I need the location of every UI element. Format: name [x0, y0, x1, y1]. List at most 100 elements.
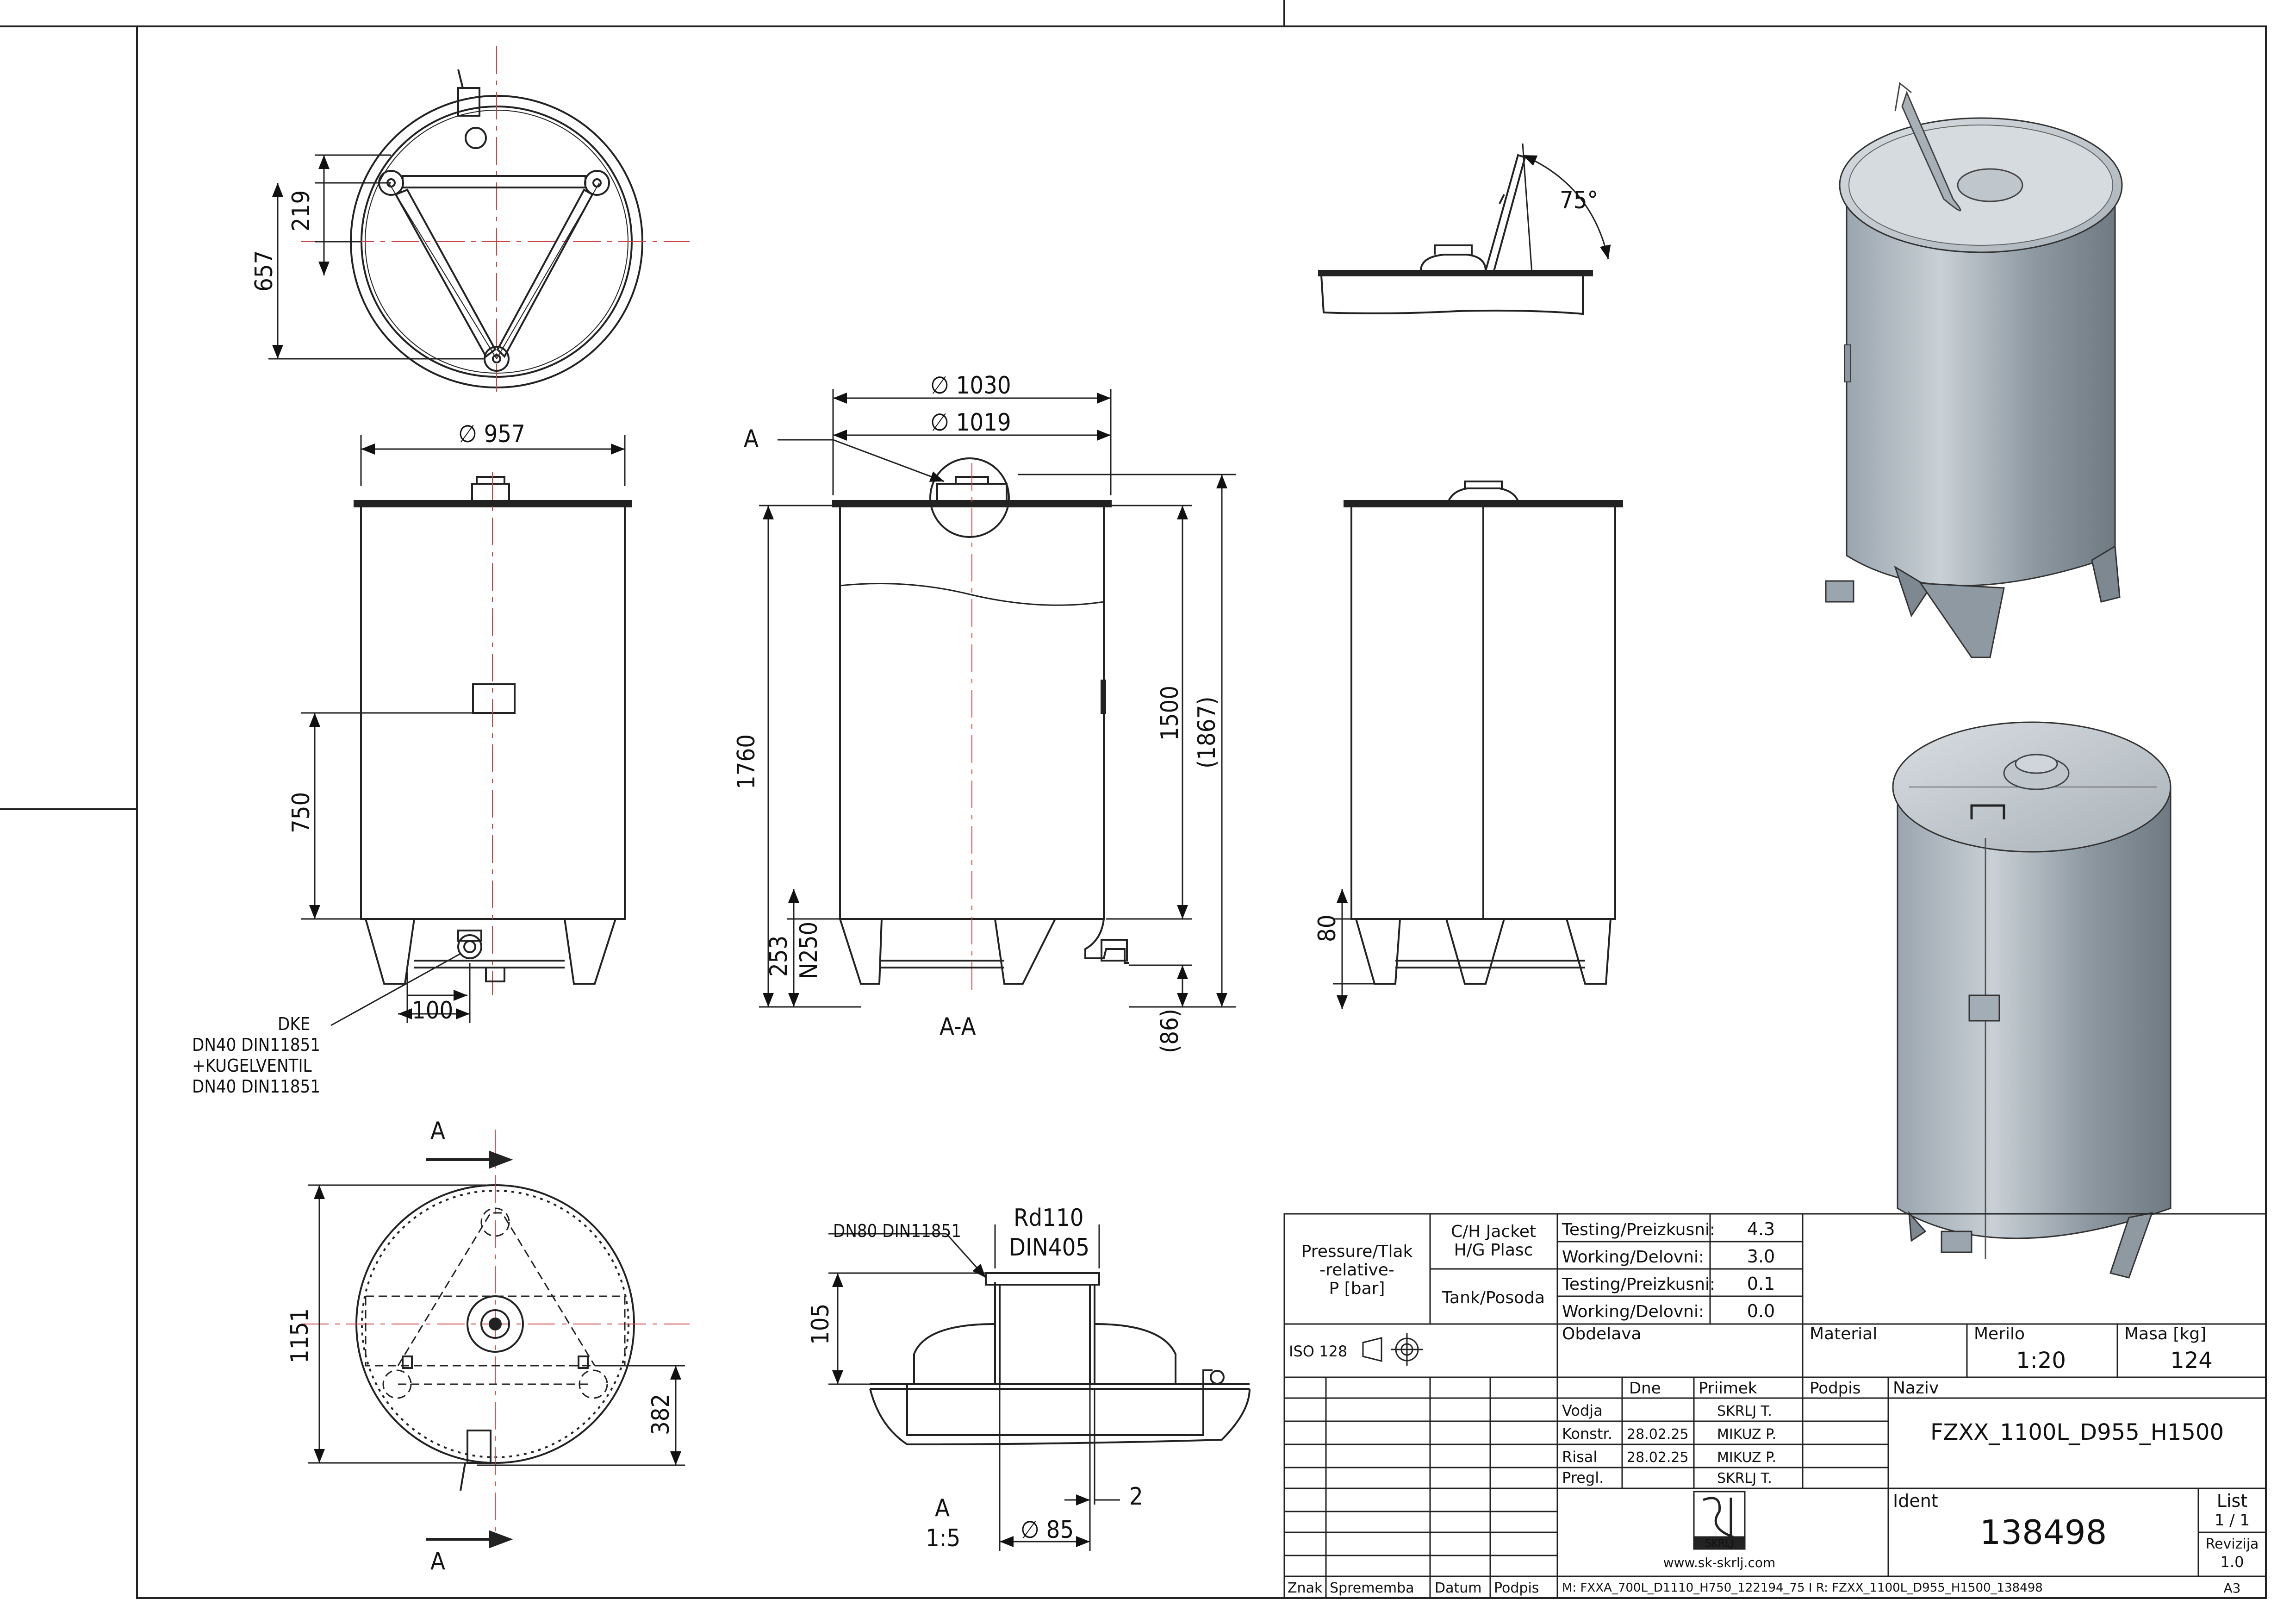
- iso-label: ISO 128: [1289, 1343, 1347, 1360]
- role-konstr: Konstr.: [1562, 1425, 1612, 1443]
- jacket-label-1: C/H Jacket: [1451, 1222, 1536, 1241]
- testing-label-1: Testing/Preizkusni:: [1562, 1220, 1715, 1239]
- masa-label: Masa [kg]: [2124, 1324, 2206, 1343]
- footer-datum: Datum: [1435, 1580, 1481, 1596]
- dim-d1030: ∅ 1030: [930, 372, 1011, 400]
- sheet-frame: [0, 0, 2267, 1599]
- role-vodja: Vodja: [1562, 1402, 1603, 1419]
- dim-80: 80: [1313, 914, 1341, 942]
- top-view-dims: [268, 154, 484, 360]
- footer-podpis: Podpis: [1494, 1580, 1539, 1596]
- name-risal: MIKUZ P.: [1717, 1449, 1776, 1466]
- pressure-label-2: -relative-: [1319, 1261, 1394, 1280]
- side-view-dims: [1333, 889, 1375, 1009]
- priimek-label: Priimek: [1699, 1379, 1757, 1398]
- logo-text: SKRLJ: [1705, 1538, 1734, 1549]
- name-pregl: SKRLJ T.: [1717, 1470, 1772, 1487]
- working-value-1: 3.0: [1747, 1246, 1775, 1267]
- outlet-callout-2: DN40 DIN11851: [192, 1035, 320, 1055]
- footer-znak: Znak: [1288, 1580, 1323, 1596]
- jacket-label-2: H/G Plasc: [1454, 1241, 1533, 1260]
- role-risal: Risal: [1562, 1448, 1597, 1466]
- section-dims: [759, 389, 1236, 1008]
- dim-219: 219: [287, 190, 315, 231]
- obdelava-label: Obdelava: [1562, 1324, 1642, 1343]
- dim-din405: DIN405: [1009, 1234, 1089, 1262]
- working-label-1: Working/Delovni:: [1562, 1248, 1704, 1267]
- dim-1867: (1867): [1193, 696, 1221, 768]
- cut-label-bottom: A: [430, 1548, 445, 1575]
- dim-105: 105: [807, 1304, 834, 1345]
- iso-render-open: [1825, 82, 2123, 658]
- outlet-callout-3: +KUGELVENTIL: [192, 1056, 312, 1076]
- dim-d1019: ∅ 1019: [930, 409, 1011, 437]
- revizija-label: Revizija: [2206, 1536, 2259, 1552]
- date-konstr: 28.02.25: [1627, 1426, 1689, 1443]
- top-view: [301, 46, 690, 398]
- revizija-value: 1.0: [2221, 1553, 2244, 1571]
- detail-scale: 1:5: [926, 1524, 960, 1552]
- bottom-view-dims: [308, 1184, 685, 1466]
- working-value-2: 0.0: [1747, 1301, 1775, 1321]
- detail-name: A: [935, 1494, 950, 1522]
- detail-marker-a: A: [744, 425, 759, 453]
- dim-n250: N250: [795, 922, 823, 979]
- testing-value-1: 4.3: [1747, 1219, 1775, 1239]
- merilo-value: 1:20: [2016, 1348, 2066, 1374]
- sheet-size: A3: [2224, 1580, 2241, 1596]
- date-risal: 28.02.25: [1627, 1449, 1689, 1466]
- dim-lid-angle: 75°: [1560, 187, 1598, 214]
- open-lid-view: [1318, 154, 1593, 315]
- jacket-label: C/H Jacket H/G Plasc: [1451, 1222, 1536, 1260]
- masa-value: 124: [2170, 1348, 2213, 1374]
- pressure-label-1: Pressure/Tlak: [1301, 1242, 1413, 1261]
- role-pregl: Pregl.: [1562, 1469, 1604, 1487]
- dim-382: 382: [647, 1394, 675, 1435]
- title-block-grid: [1283, 1213, 2267, 1599]
- website: www.sk-skrlj.com: [1663, 1555, 1776, 1570]
- dn80-callout: DN80 DIN11851: [833, 1221, 961, 1241]
- detail-dims: [828, 1224, 1120, 1551]
- name-vodja: SKRLJ T.: [1717, 1403, 1772, 1419]
- testing-label-2: Testing/Preizkusni:: [1562, 1275, 1715, 1294]
- testing-value-2: 0.1: [1747, 1274, 1775, 1294]
- dne-label: Dne: [1629, 1379, 1661, 1398]
- pressure-label-3: P [bar]: [1329, 1279, 1385, 1298]
- lid-angle-dims: [1522, 143, 1611, 274]
- dim-100: 100: [412, 997, 453, 1024]
- working-label-2: Working/Delovni:: [1562, 1302, 1704, 1321]
- side-view: [1344, 481, 1623, 985]
- bottom-view: [301, 1130, 690, 1546]
- dim-86: (86): [1156, 1009, 1184, 1053]
- section-name: A-A: [940, 1013, 976, 1041]
- pressure-label: Pressure/Tlak -relative- P [bar]: [1301, 1242, 1413, 1298]
- footer-sprememba: Sprememba: [1330, 1580, 1414, 1596]
- iso-render-closed: [1892, 721, 2172, 1279]
- outlet-callout-4: DN40 DIN11851: [192, 1076, 320, 1097]
- cut-label-top: A: [430, 1117, 445, 1145]
- merilo-label: Merilo: [1974, 1324, 2025, 1343]
- section-view: [832, 457, 1129, 995]
- material-label: Material: [1810, 1324, 1877, 1343]
- file-path: M: FXXA_700L_D1110_H750_122194_75 I R: F…: [1562, 1581, 2043, 1595]
- detail-view: [869, 1272, 1251, 1446]
- front-view: [354, 472, 632, 995]
- list-value: 1 / 1: [2215, 1511, 2250, 1530]
- dim-1500: 1500: [1156, 686, 1184, 741]
- cut-arrows: [426, 1150, 513, 1549]
- list-label: List: [2217, 1491, 2247, 1511]
- name-konstr: MIKUZ P.: [1717, 1426, 1776, 1443]
- dim-1760: 1760: [733, 734, 760, 789]
- podpis-label: Podpis: [1810, 1379, 1860, 1398]
- dim-rd110: Rd110: [1014, 1204, 1083, 1232]
- dim-1151: 1151: [286, 1308, 314, 1363]
- dim-d957: ∅ 957: [458, 420, 525, 448]
- tank-label: Tank/Posoda: [1442, 1288, 1545, 1307]
- naziv-label: Naziv: [1893, 1379, 1939, 1398]
- company-logo: SKRLJ: [1693, 1491, 1746, 1550]
- projection-symbol-icon: [1362, 1333, 1423, 1366]
- dim-253: 253: [765, 936, 793, 977]
- front-view-dims: [301, 435, 626, 1023]
- dim-750: 750: [287, 792, 315, 833]
